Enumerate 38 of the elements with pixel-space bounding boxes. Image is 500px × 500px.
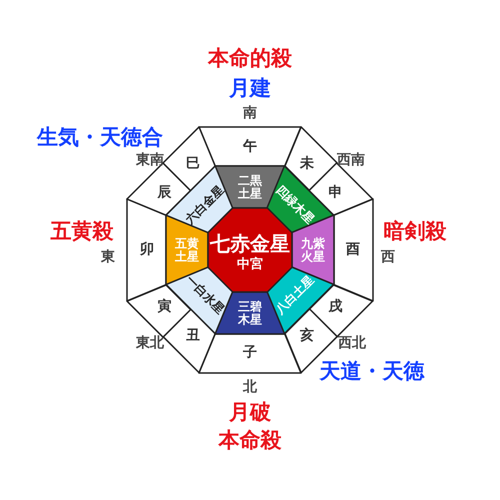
direction-note: 天道・天徳: [320, 358, 424, 385]
star-label: 五黄土星: [174, 237, 200, 263]
direction-note: 暗剣殺: [384, 218, 446, 245]
star-label: 八白土星: [273, 273, 316, 316]
branch-label: 申: [328, 185, 343, 200]
direction-label: 西: [381, 248, 395, 266]
branch-label: 午: [242, 140, 257, 154]
star-label: 九紫火星: [300, 237, 326, 263]
direction-label: 西南: [337, 151, 365, 169]
star-label: 六白金星: [184, 184, 227, 227]
direction-note: 五黄殺: [50, 218, 114, 245]
direction-note: 本命的殺: [208, 45, 292, 72]
branch-label: 子: [242, 346, 257, 360]
branch-label: 酉: [346, 242, 360, 258]
star-label: 四緑木星: [273, 184, 316, 227]
branch-label: 未: [300, 157, 314, 172]
direction-note: 月建: [229, 75, 271, 102]
branch-label: 卯: [140, 242, 154, 258]
direction-note: 本命殺: [218, 427, 282, 454]
direction-label: 南: [243, 104, 257, 122]
branch-label: 亥: [300, 328, 314, 343]
branch-label: 丑: [186, 328, 200, 343]
branch-label: 戌: [328, 300, 343, 315]
branch-label: 辰: [157, 185, 172, 200]
direction-label: 北: [243, 378, 257, 396]
direction-note: 生気・天徳合: [37, 124, 163, 151]
direction-label: 東北: [136, 334, 164, 352]
direction-label: 東: [101, 248, 115, 266]
star-label: 一白水星: [184, 273, 227, 316]
direction-label: 西北: [338, 334, 366, 352]
star-title: 七赤金星: [210, 234, 290, 254]
star-label: 三碧木星: [236, 300, 263, 326]
star-label: 二黒土星: [236, 174, 263, 200]
branch-label: 巳: [186, 157, 200, 172]
direction-label: 東南: [136, 151, 164, 169]
palace-label: 中宮: [237, 258, 263, 272]
branch-label: 寅: [157, 300, 172, 315]
direction-note: 月破: [229, 399, 271, 426]
